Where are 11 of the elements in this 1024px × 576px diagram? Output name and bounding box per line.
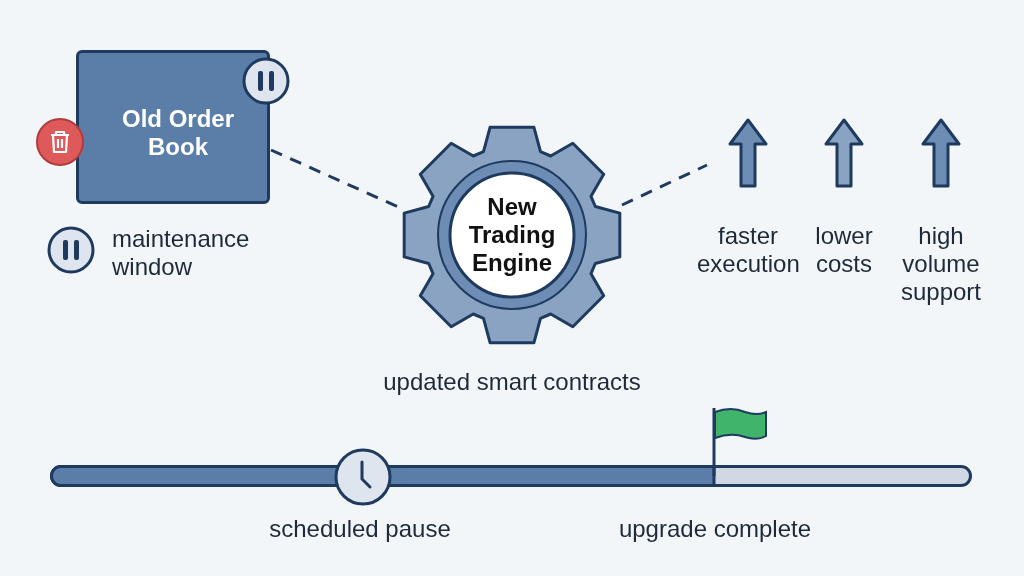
- text-label: maintenance window: [112, 225, 251, 281]
- text-label: upgrade complete: [617, 515, 813, 543]
- connector-line: [621, 163, 708, 207]
- benefit-text: lower costs: [814, 222, 874, 278]
- caption-text: updated smart contracts: [382, 368, 642, 396]
- node-title: New Trading Engine: [467, 193, 557, 277]
- process-box: [76, 50, 270, 204]
- benefit-text: faster execution: [697, 222, 799, 278]
- node-title: Old Order Book: [121, 105, 235, 161]
- benefit-text: high volume support: [899, 222, 983, 306]
- text-label: scheduled pause: [268, 515, 452, 543]
